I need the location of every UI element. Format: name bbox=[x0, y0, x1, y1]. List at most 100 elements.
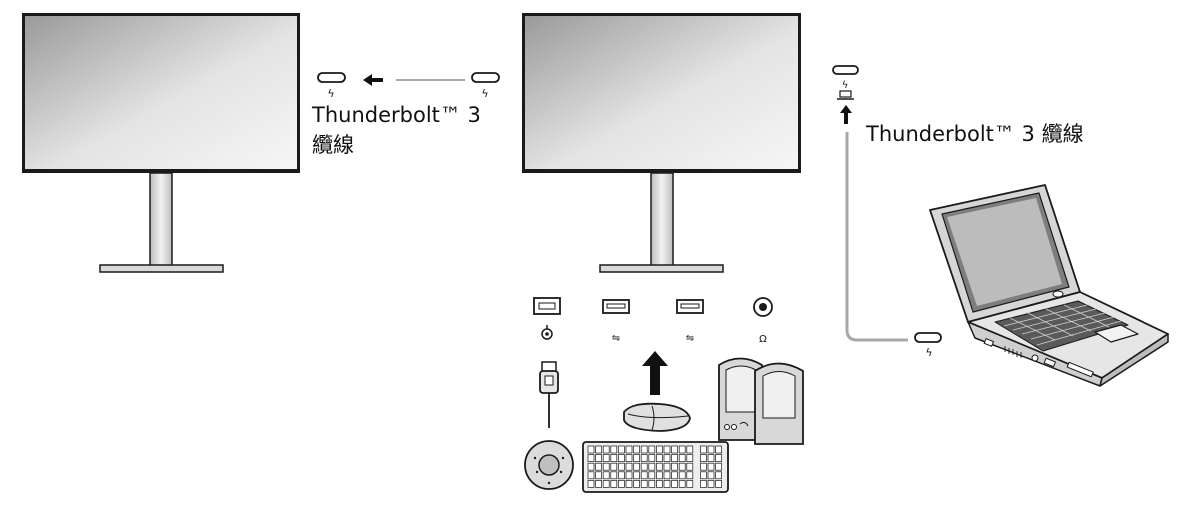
keyboard-key bbox=[656, 454, 663, 462]
laptop-mini-icon bbox=[837, 90, 854, 100]
keyboard-key bbox=[633, 471, 640, 480]
keyboard-key bbox=[663, 454, 671, 462]
thunderbolt-icon: ϟ bbox=[925, 346, 932, 359]
keyboard-key bbox=[618, 480, 625, 488]
thunderbolt-icon: ϟ bbox=[481, 87, 488, 100]
keyboard-key bbox=[671, 480, 678, 488]
keyboard-key bbox=[663, 480, 671, 488]
keyboard-key bbox=[648, 480, 656, 488]
thunderbolt-icon: ϟ bbox=[842, 80, 849, 91]
keyboard-key bbox=[610, 462, 618, 471]
keyboard-key bbox=[663, 462, 671, 471]
keyboard-key bbox=[700, 445, 707, 454]
keyboard-key bbox=[648, 471, 656, 480]
keyboard-key bbox=[648, 462, 656, 471]
keyboard-key bbox=[595, 462, 602, 471]
thunderbolt-port-icon bbox=[914, 332, 942, 343]
thunderbolt-laptop-cable: ϟ ϟ bbox=[832, 65, 942, 359]
keyboard-key bbox=[633, 480, 640, 488]
keyboard-key bbox=[587, 454, 595, 462]
keyboard-key bbox=[595, 445, 602, 454]
keyboard-key bbox=[602, 454, 610, 462]
keyboard-key bbox=[707, 480, 715, 488]
keyboard-key bbox=[633, 462, 640, 471]
keyboard-key bbox=[656, 462, 663, 471]
keyboard-key bbox=[700, 454, 707, 462]
keyboard bbox=[582, 441, 729, 493]
thunderbolt-port-icon bbox=[317, 72, 346, 83]
headphone-icon: Ω bbox=[759, 334, 767, 345]
keyboard-key bbox=[610, 454, 618, 462]
keyboard-key bbox=[663, 471, 671, 480]
keyboard-key bbox=[602, 445, 610, 454]
keyboard-key bbox=[595, 480, 602, 488]
thunderbolt-daisy-chain: ϟ ϟ bbox=[317, 72, 500, 100]
keyboard-key bbox=[686, 480, 694, 488]
keyboard-key bbox=[625, 445, 633, 454]
keyboard-key bbox=[625, 462, 633, 471]
keyboard-key bbox=[618, 445, 625, 454]
hotkey-puck bbox=[524, 361, 574, 490]
keyboard-key bbox=[678, 454, 686, 462]
keyboard-key bbox=[625, 471, 633, 480]
keyboard-key bbox=[707, 471, 715, 480]
keyboard-key bbox=[678, 480, 686, 488]
keyboard-key bbox=[618, 454, 625, 462]
keyboard-key bbox=[715, 471, 722, 480]
keyboard-key bbox=[656, 445, 663, 454]
arrow-up-icon bbox=[642, 351, 668, 395]
keyboard-key bbox=[640, 480, 648, 488]
keyboard-key bbox=[700, 480, 707, 488]
keyboard-key bbox=[618, 462, 625, 471]
keyboard-key bbox=[656, 471, 663, 480]
keyboard-key bbox=[640, 462, 648, 471]
usb-icon: ⇋ bbox=[612, 333, 620, 344]
keyboard-key bbox=[671, 445, 678, 454]
right-monitor bbox=[522, 13, 801, 273]
keyboard-key bbox=[587, 462, 595, 471]
keyboard-key bbox=[640, 471, 648, 480]
keyboard-key bbox=[671, 462, 678, 471]
port-icon-row: ⇋ ⇋ Ω bbox=[533, 297, 773, 345]
keyboard-key bbox=[618, 471, 625, 480]
keyboard-key bbox=[671, 454, 678, 462]
keyboard-key bbox=[610, 480, 618, 488]
keyboard-key bbox=[678, 462, 686, 471]
keyboard-key bbox=[587, 445, 595, 454]
keyboard-key bbox=[678, 445, 686, 454]
keyboard-key bbox=[686, 471, 694, 480]
thunderbolt-port-icon bbox=[832, 65, 859, 75]
keyboard-key bbox=[715, 454, 722, 462]
thunderbolt-icon: ϟ bbox=[327, 87, 334, 100]
keyboard-key bbox=[715, 462, 722, 471]
keyboard-key bbox=[602, 471, 610, 480]
keyboard-key bbox=[602, 480, 610, 488]
cable-label-left-line2: 纜線 bbox=[312, 133, 354, 157]
keyboard-key bbox=[633, 445, 640, 454]
keyboard-key bbox=[595, 471, 602, 480]
keyboard-key bbox=[610, 471, 618, 480]
left-monitor bbox=[22, 13, 300, 273]
keyboard-key bbox=[587, 480, 595, 488]
keyboard-key bbox=[625, 480, 633, 488]
keyboard-key bbox=[678, 471, 686, 480]
keyboard-key bbox=[700, 462, 707, 471]
laptop bbox=[929, 184, 1169, 387]
keyboard-key bbox=[715, 480, 722, 488]
keyboard-key bbox=[640, 454, 648, 462]
thunderbolt-port-icon bbox=[471, 72, 500, 83]
arrow-up-icon bbox=[840, 105, 852, 124]
keyboard-key bbox=[625, 454, 633, 462]
keyboard-key bbox=[602, 462, 610, 471]
keyboard-key bbox=[686, 454, 694, 462]
keyboard-key bbox=[656, 480, 663, 488]
mouse bbox=[623, 402, 691, 432]
cable-line bbox=[845, 132, 908, 342]
keyboard-key bbox=[707, 445, 715, 454]
keyboard-key bbox=[700, 471, 707, 480]
keyboard-key bbox=[587, 471, 595, 480]
keyboard-key bbox=[633, 454, 640, 462]
keyboard-key bbox=[663, 445, 671, 454]
keyboard-key bbox=[648, 454, 656, 462]
keyboard-key bbox=[610, 445, 618, 454]
